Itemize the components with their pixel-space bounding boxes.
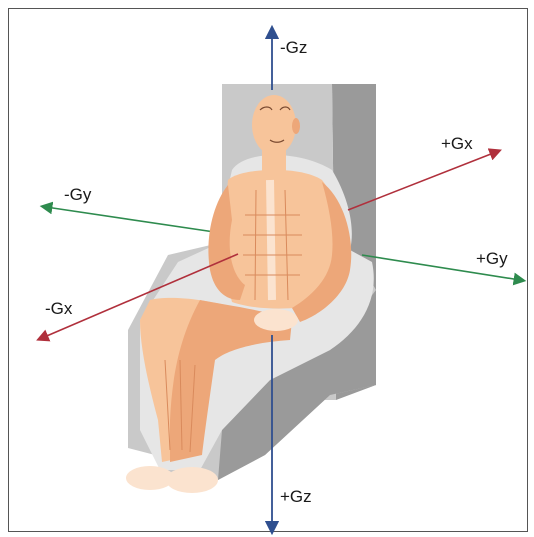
axis-label-pos-gz: +Gz	[280, 488, 312, 505]
figure-foot-right	[166, 467, 218, 493]
axis-label-neg-gy: -Gy	[64, 186, 91, 203]
figure-torso-centerline	[270, 180, 272, 300]
figure-hand	[254, 309, 298, 331]
axis-label-neg-gz: -Gz	[280, 39, 307, 56]
axis-label-pos-gy: +Gy	[476, 250, 508, 267]
axis-label-pos-gx: +Gx	[441, 135, 473, 152]
y-axis-back	[46, 207, 228, 234]
axis-label-neg-gx: -Gx	[45, 300, 72, 317]
figure-ear	[292, 118, 300, 134]
figure-head	[252, 95, 296, 155]
